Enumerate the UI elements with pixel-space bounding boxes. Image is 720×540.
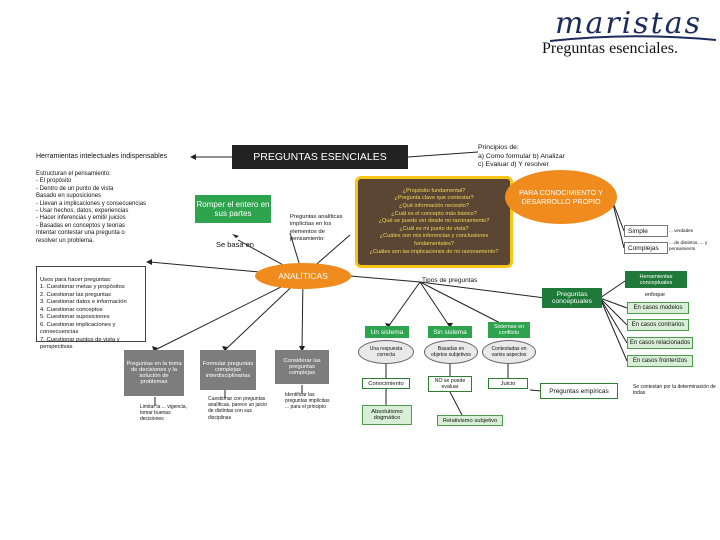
cloud-aspectos-label: Contestadas en varios aspectos [491, 346, 527, 358]
casos-fronterizos-label: En casos fronterizos [632, 358, 688, 364]
interdisciplinarias-label: Formular preguntas complejas interdiscip… [202, 361, 254, 379]
logo-swoosh-icon [549, 35, 717, 42]
preguntas-analiticas-note: Preguntas analíticas implícitas en los e… [290, 214, 343, 243]
para-label: PARA CONOCIMIENTO Y DESARROLLO PROPIO [519, 188, 603, 206]
main-title: PREGUNTAS ESENCIALES [253, 151, 387, 163]
analiticas-label: ANALÍTICAS [278, 271, 328, 281]
un-sistema-label: Un sistema [370, 328, 404, 336]
complejas-label: Complejas [628, 244, 659, 252]
juicio-label: Juicio [500, 380, 516, 387]
usos-list-text: Usos para hacer preguntas: 1. Cuestionar… [40, 276, 127, 351]
conocimiento-box: Conocimiento [362, 378, 410, 389]
central-question-box: ¿Propósito fundamental? ¿Pregunta clave … [355, 176, 513, 268]
main-title-box: PREGUNTAS ESENCIALES [232, 145, 408, 169]
simple-label: Simple [628, 227, 648, 235]
fronterizos-note: Se contestan por la determinación de tod… [633, 384, 716, 397]
romper-label: Romper el entero en sus partes [196, 200, 270, 218]
principios-text: Principios de: a) Como formular b) Anali… [478, 144, 565, 169]
sin-sistema-box: Sin sistema [428, 326, 472, 338]
relativismo-box: Relativismo subjetivo [437, 415, 503, 426]
preguntas-conceptuales-label: Preguntas conceptuales [551, 291, 593, 305]
cloud-aspectos: Contestadas en varios aspectos [482, 340, 536, 364]
simple-box: Simple [624, 225, 668, 237]
cloud-subjetivos: Basadas en objetos subjetivos [424, 340, 478, 364]
central-questions: ¿Propósito fundamental? ¿Pregunta clave … [369, 187, 499, 255]
preguntas-conceptuales-box: Preguntas conceptuales [542, 288, 602, 308]
casos-modelos-box: En casos modelos [627, 302, 689, 314]
tipos-label: Tipos de preguntas [422, 277, 478, 284]
considerar-box: Considerar las preguntas complejas [275, 350, 329, 384]
usos-list: Usos para hacer preguntas: 1. Cuestionar… [36, 266, 146, 350]
sin-sistema-label: Sin sistema [433, 328, 467, 336]
simple-note: ... verdades [669, 228, 694, 233]
casos-fronterizos-box: En casos fronterizos [627, 355, 693, 367]
considerar-label: Considerar las preguntas complejas [283, 358, 321, 376]
sistemas-conflicto-box: Sistemas en conflicto [488, 322, 530, 338]
left-heading: Herramientas intelectuales indispensable… [36, 153, 168, 160]
maristas-logo: maristas [555, 6, 703, 41]
para-ellipse: PARA CONOCIMIENTO Y DESARROLLO PROPIO [505, 170, 617, 224]
considerar-note: Identificar las preguntas implícitas ...… [285, 392, 330, 411]
decisiones-box: Preguntas en la toma de decisiones y la … [124, 350, 184, 396]
juicio-box: Juicio [488, 378, 528, 389]
absolutismo-label: Absolutismo dogmático [371, 409, 403, 421]
decisiones-note: Limitar la ... vigencia, tomar buenas de… [140, 404, 187, 423]
left-list: Estructuran el pensamiento: - El propósi… [36, 171, 147, 244]
page-title: Preguntas esenciales. [542, 40, 678, 57]
no-evaluar-label: NO se puede evaluar [434, 378, 466, 390]
cloud-respuesta: Una respuesta correcta [358, 340, 414, 364]
cloud-subjetivos-label: Basadas en objetos subjetivos [431, 346, 471, 358]
se-basa-label: Se basa en [216, 240, 254, 249]
preguntas-empiricas-box: Preguntas empíricas [540, 383, 618, 399]
absolutismo-box: Absolutismo dogmático [362, 405, 412, 425]
herramientas-conceptuales-label: Herramientas conceptuales [639, 273, 673, 286]
complejas-note: ... de distintos, ... y pensamiento [669, 240, 708, 251]
relativismo-label: Relativismo subjetivo [442, 417, 498, 424]
casos-relacionados-label: En casos relacionados [629, 340, 691, 346]
analiticas-hub: ANALÍTICAS [255, 263, 351, 289]
casos-modelos-label: En casos modelos [633, 305, 683, 311]
enfoque-label: enfoque [645, 292, 665, 298]
decisiones-label: Preguntas en la toma de decisiones y la … [126, 361, 182, 385]
sistemas-conflicto-label: Sistemas en conflicto [493, 324, 525, 336]
un-sistema-box: Un sistema [365, 326, 409, 338]
casos-contrarios-label: En casos contrarios [631, 322, 685, 328]
complejas-box: Complejas [624, 242, 668, 254]
conocimiento-label: Conocimiento [368, 380, 404, 387]
casos-relacionados-box: En casos relacionados [627, 337, 693, 349]
no-evaluar-box: NO se puede evaluar [428, 376, 472, 392]
interdisciplinarias-box: Formular preguntas complejas interdiscip… [200, 350, 256, 390]
preguntas-empiricas-label: Preguntas empíricas [549, 387, 609, 395]
herramientas-conceptuales-box: Herramientas conceptuales [625, 271, 687, 288]
cloud-respuesta-label: Una respuesta correcta [369, 346, 403, 358]
casos-contrarios-box: En casos contrarios [627, 319, 689, 331]
interdisciplinarias-note: Cuestionar con preguntas analíticas, par… [208, 396, 267, 421]
romper-box: Romper el entero en sus partes [195, 195, 271, 223]
